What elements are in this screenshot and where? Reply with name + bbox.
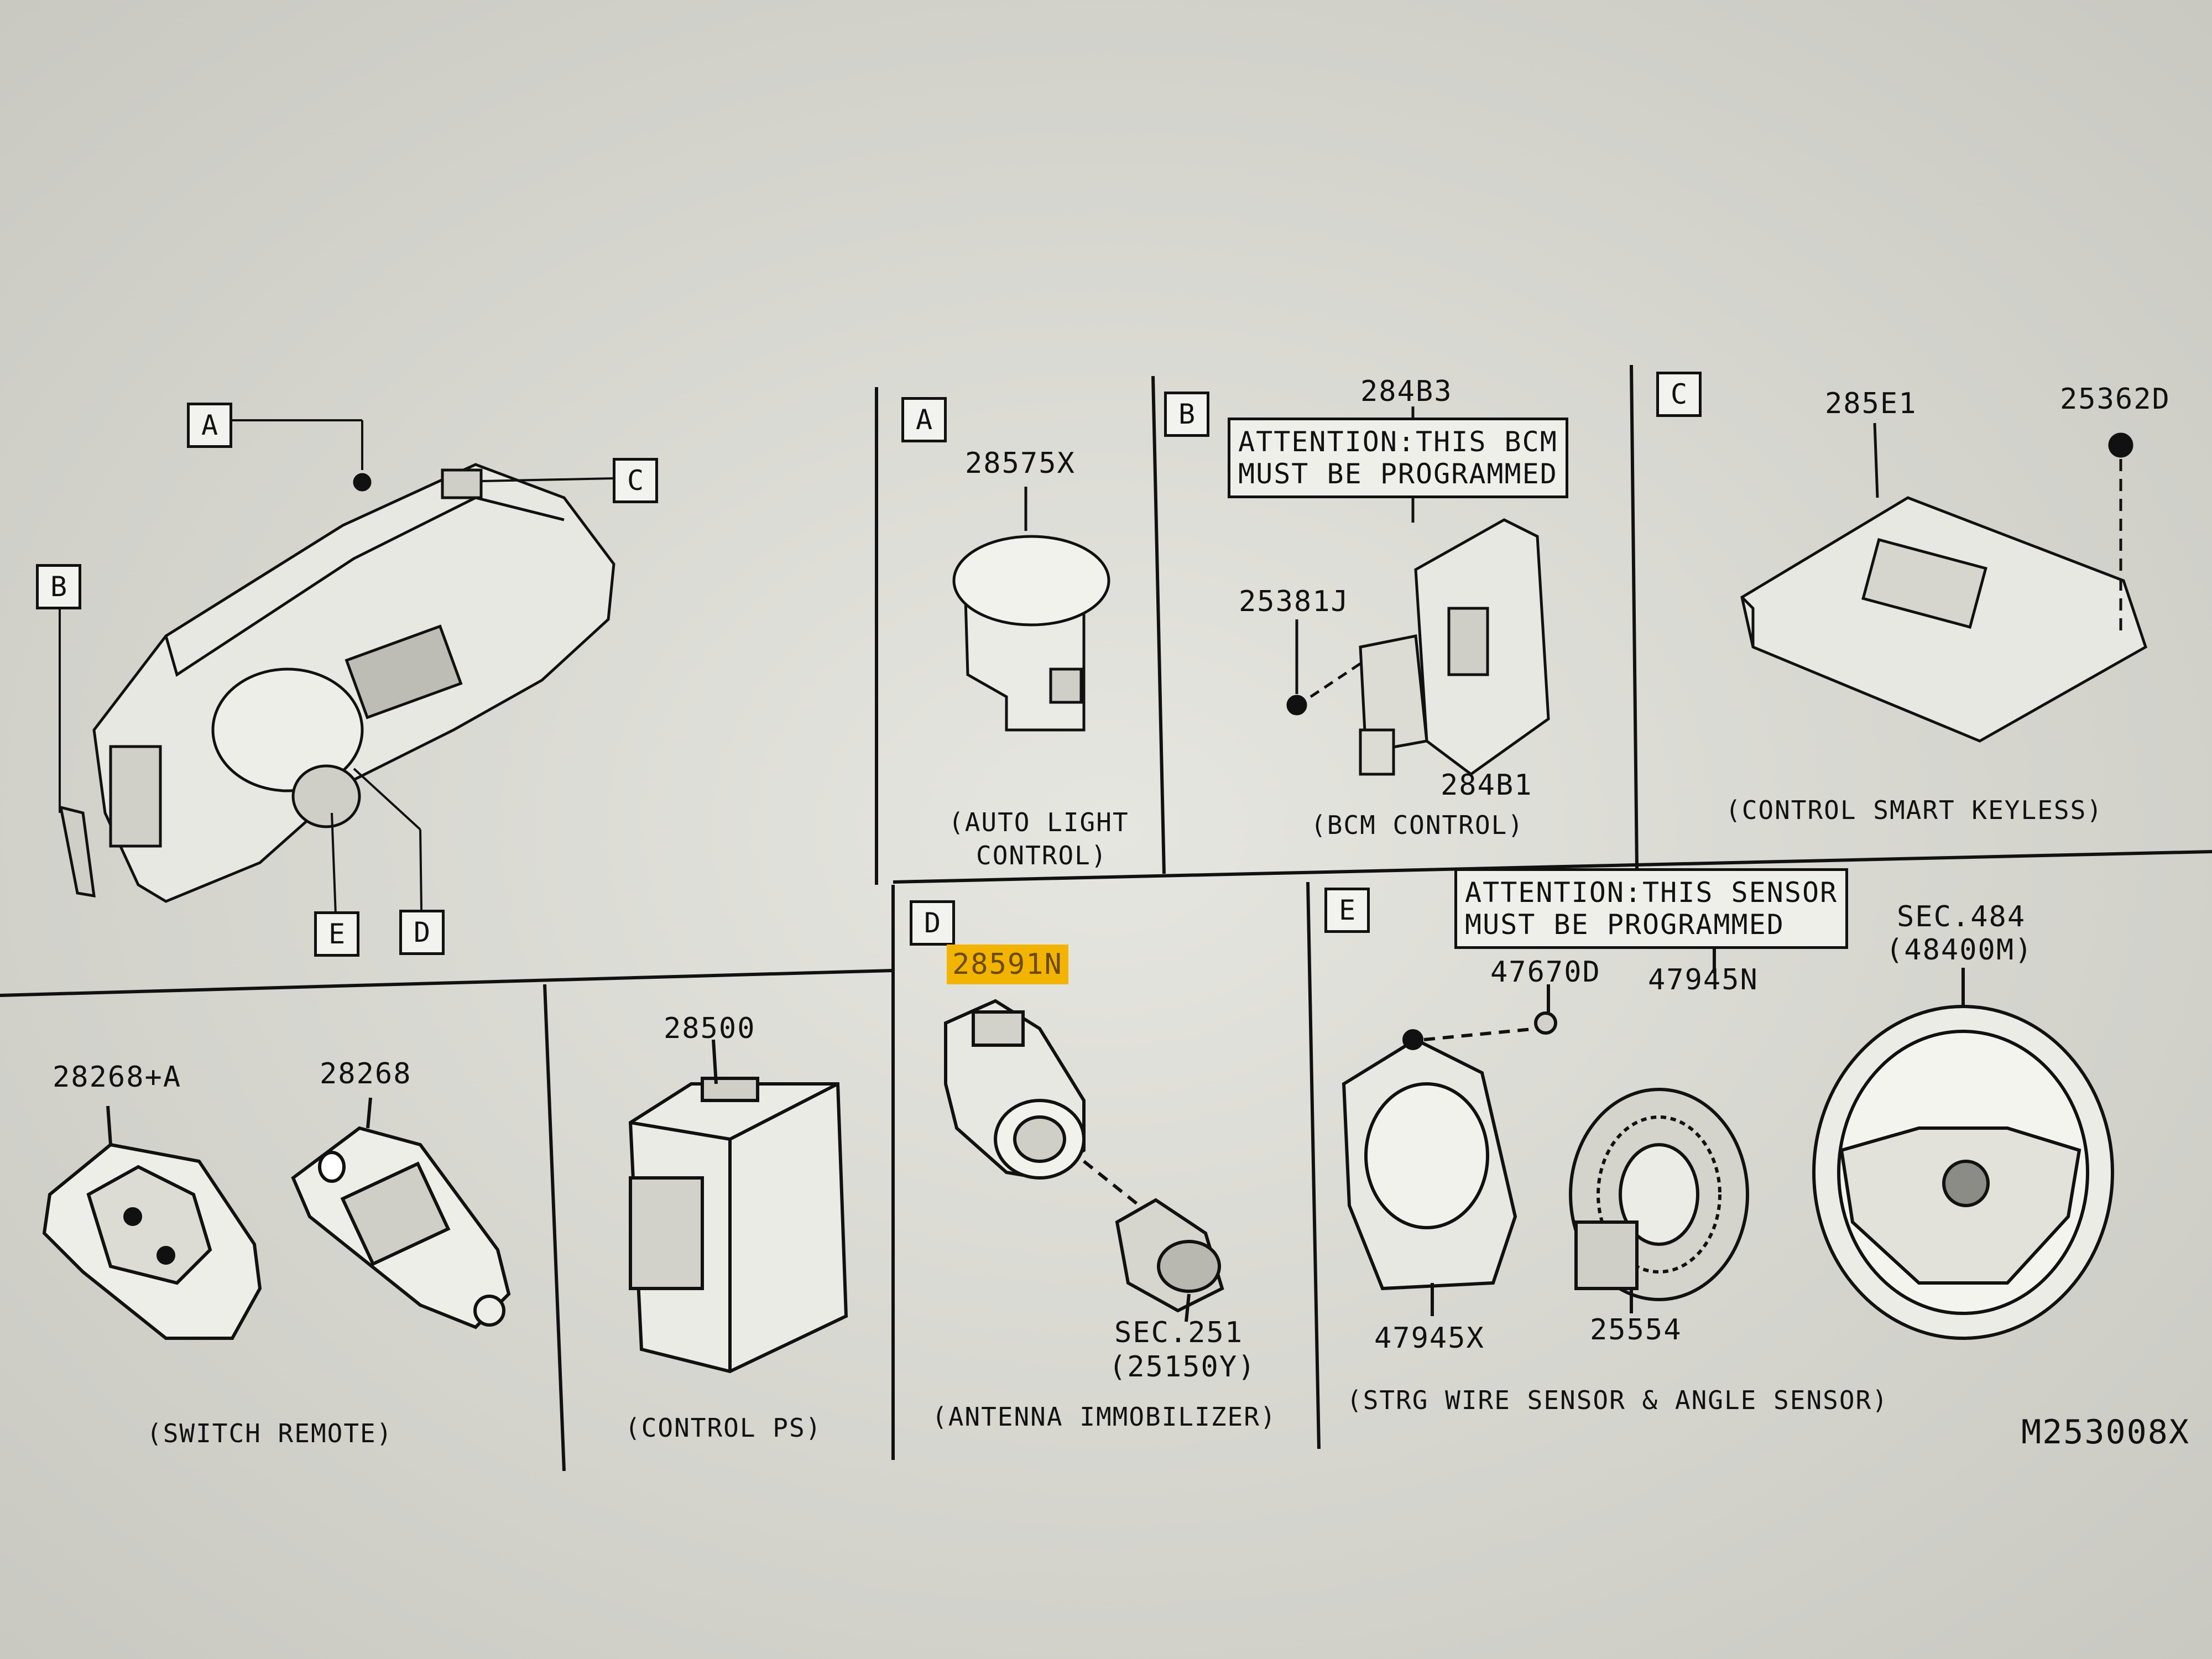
caption-bcm-control: (BCM CONTROL) (1311, 810, 1525, 840)
ref-25150y: (25150Y) (1109, 1350, 1256, 1384)
ref-48400m: (48400M) (1886, 933, 2033, 967)
steering-sensor-drawings (1342, 948, 2114, 1340)
immobilizer-antenna-drawing (944, 999, 1224, 1322)
part-number-47670d: 47670D (1490, 956, 1601, 989)
panel-b-letter: B (1164, 392, 1209, 437)
panel-d-letter: D (910, 900, 955, 946)
part-number-25381j: 25381J (1239, 585, 1349, 618)
ref-sec-484: SEC.484 (1897, 900, 2026, 933)
ref-sec-251: SEC.251 (1114, 1316, 1244, 1349)
auto-light-sensor-drawing (952, 487, 1110, 732)
sensor-attention-box: ATTENTION:THIS SENSOR MUST BE PROGRAMMED (1454, 868, 1849, 949)
dashboard-overview-drawing (59, 463, 615, 903)
part-number-28500: 28500 (664, 1012, 756, 1045)
part-number-47945n: 47945N (1648, 963, 1759, 997)
part-number-28268: 28268 (320, 1057, 412, 1091)
sensor-attention-line2: MUST BE PROGRAMMED (1465, 909, 1785, 941)
part-number-25554: 25554 (1590, 1313, 1682, 1347)
panel-a-letter: A (901, 397, 947, 442)
part-number-284b3: 284B3 (1360, 375, 1453, 408)
overview-callout-a: A (187, 403, 232, 448)
part-number-28591n-highlighted: 28591N (947, 945, 1068, 984)
smart-keyless-unit-drawing (1740, 422, 2148, 743)
part-number-284b1: 284B1 (1441, 769, 1533, 802)
bcm-attention-box: ATTENTION:THIS BCM MUST BE PROGRAMMED (1228, 418, 1568, 498)
diagram-code: M253008X (2021, 1413, 2190, 1452)
caption-control-ps: (CONTROL PS) (625, 1413, 822, 1443)
part-number-285e1: 285E1 (1825, 387, 1917, 420)
control-ps-box-drawing (628, 1039, 848, 1374)
overview-callout-b: B (36, 564, 81, 609)
bcm-attention-line2: MUST BE PROGRAMMED (1238, 458, 1558, 490)
panel-grid (0, 364, 2212, 1472)
caption-auto-light-line2: CONTROL) (976, 841, 1108, 870)
overview-callout-d: D (399, 910, 445, 955)
caption-switch-remote: (SWITCH REMOTE) (147, 1418, 393, 1448)
part-number-28575x: 28575X (965, 447, 1076, 480)
panel-c-letter: C (1656, 372, 1702, 417)
bcm-module-drawing (1286, 406, 1550, 776)
remote-key-drawings (42, 1097, 511, 1340)
caption-control-smart-keyless: (CONTROL SMART KEYLESS) (1725, 795, 2103, 825)
sensor-attention-line1: ATTENTION:THIS SENSOR (1465, 877, 1838, 909)
overview-callout-lines (59, 419, 614, 916)
part-number-28268-a: 28268+A (53, 1061, 182, 1094)
caption-auto-light-line1: (AUTO LIGHT (948, 807, 1129, 837)
caption-strg-wire-sensor: (STRG WIRE SENSOR & ANGLE SENSOR) (1347, 1385, 1888, 1415)
panel-e-letter: E (1324, 888, 1370, 933)
bcm-attention-line1: ATTENTION:THIS BCM (1238, 426, 1558, 458)
overview-callout-e: E (314, 911, 359, 957)
part-number-25362d: 25362D (2060, 383, 2171, 416)
caption-antenna-immobilizer: (ANTENNA IMMOBILIZER) (932, 1402, 1277, 1432)
overview-callout-c: C (613, 458, 658, 503)
part-number-47945x: 47945X (1374, 1322, 1485, 1355)
